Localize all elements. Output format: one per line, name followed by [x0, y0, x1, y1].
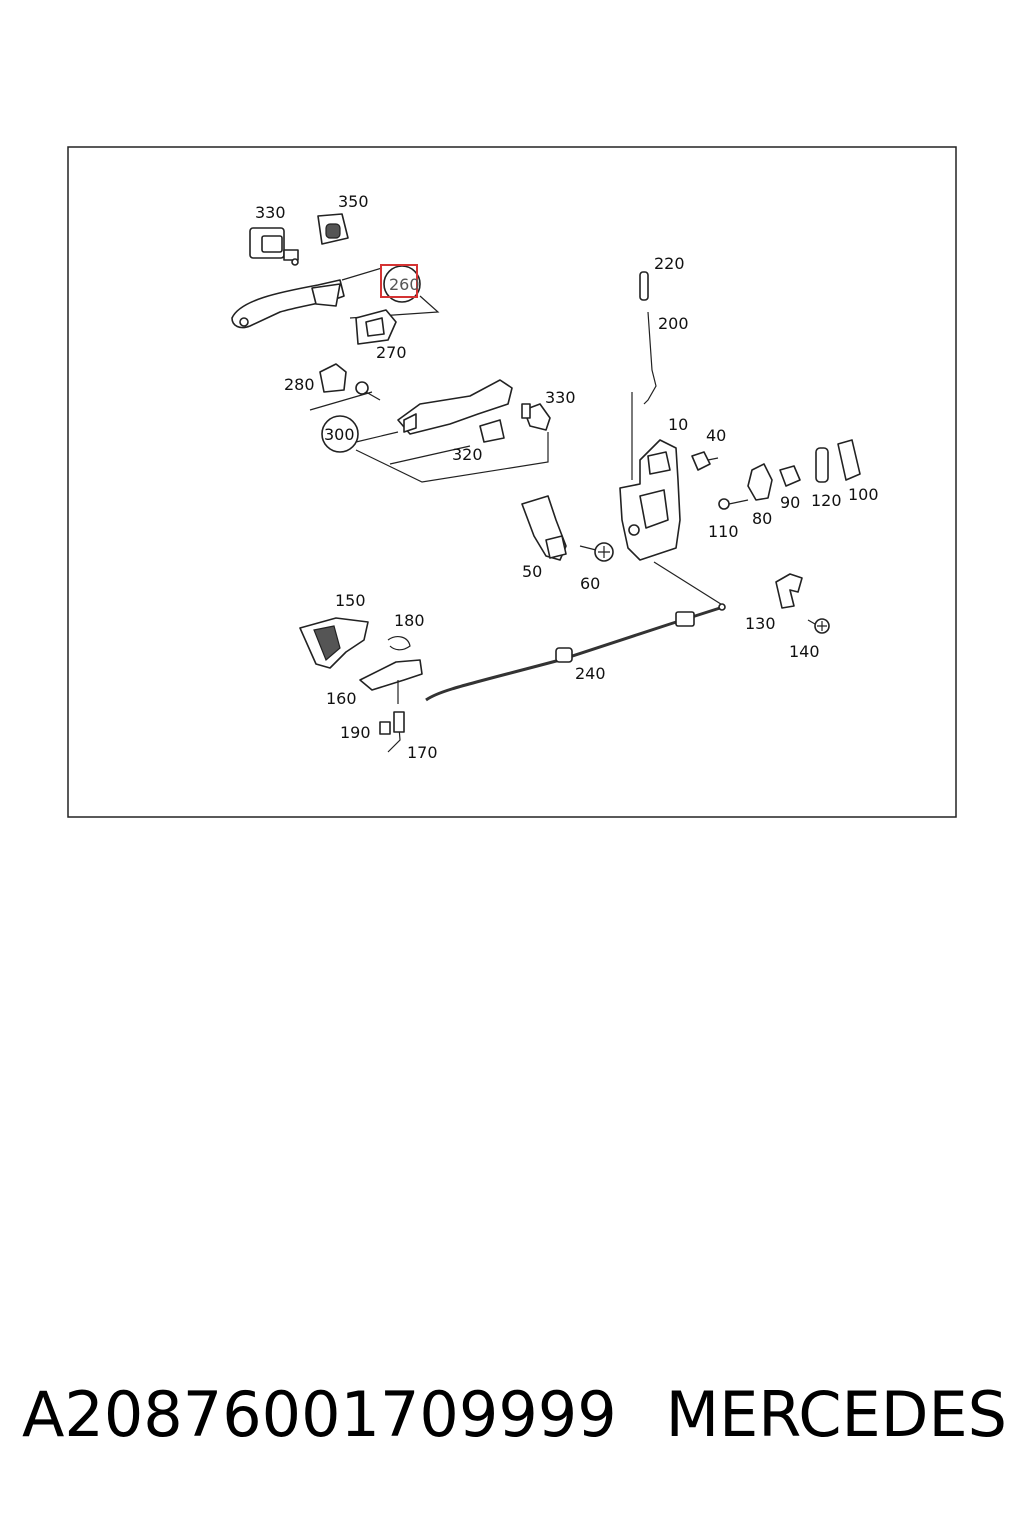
part-130-hook: [775, 573, 803, 609]
callout-label: 60: [580, 574, 600, 593]
part-90-clip: [779, 465, 801, 487]
part-100-plate: [837, 439, 861, 481]
callout-label: 90: [780, 493, 800, 512]
highlight-box-260: [380, 264, 418, 298]
part-350-lock-cylinder: [249, 227, 299, 266]
part-handle-carrier: [397, 379, 513, 443]
part-270-handle-cover: [355, 309, 397, 345]
part-170-rod: [387, 711, 405, 753]
callout-label: 180: [394, 611, 425, 630]
part-300-screw: [355, 381, 381, 401]
part-80-bracket: [747, 463, 773, 501]
part-240-cable: [425, 603, 726, 702]
leader-300-320: [309, 391, 549, 483]
callout-label: 120: [811, 491, 842, 510]
part-360-cap: [317, 213, 349, 245]
callout-label: 220: [654, 254, 685, 273]
part-150-inner-handle-housing: [299, 617, 369, 669]
part-190-clip: [379, 721, 391, 735]
part-330-bolt: [521, 403, 551, 431]
callout-label: 300: [324, 425, 355, 444]
part-280-clip: [319, 363, 347, 393]
callout-labels: 330 350 260 270 280 300 320 330 320 330 …: [255, 192, 879, 762]
part-40-screw: [691, 451, 719, 471]
callout-label: 10: [668, 415, 688, 434]
callout-label: 140: [789, 642, 820, 661]
callout-label: 110: [708, 522, 739, 541]
caption: A20876001709999 MERCEDES: [22, 1378, 1007, 1451]
brand-name: MERCEDES: [665, 1378, 1007, 1451]
callout-label: 160: [326, 689, 357, 708]
diagram-frame: [67, 146, 957, 818]
part-260-door-handle: [231, 279, 345, 329]
part-120-plate: [815, 447, 829, 483]
callout-label: 350: [338, 192, 369, 211]
callout-label: 80: [752, 509, 772, 528]
part-200-rod: [643, 311, 657, 405]
callout-label: 320: [452, 445, 483, 464]
part-number: A20876001709999: [22, 1378, 617, 1451]
callout-label: 190: [340, 723, 371, 742]
part-60-screw: [579, 542, 614, 562]
callout-label: 330: [255, 203, 286, 222]
part-180-clip: [387, 636, 411, 651]
callout-label: 260: [389, 275, 420, 294]
callout-label: 40: [706, 426, 726, 445]
callout-label: 150: [335, 591, 366, 610]
callout-label: 100: [848, 485, 879, 504]
leader-lock: [631, 392, 725, 607]
part-220-pin: [639, 271, 649, 301]
part-140-screw: [807, 618, 830, 634]
callout-label: 170: [407, 743, 438, 762]
part-110-screw: [718, 498, 749, 510]
part-10-door-lock: [619, 439, 681, 561]
callout-circle-300: [321, 415, 359, 453]
callout-label: 270: [376, 343, 407, 362]
callout-label: 50: [522, 562, 542, 581]
part-50-bracket: [521, 495, 567, 561]
callout-label-330: 330: [545, 388, 576, 407]
callout-label: 280: [284, 375, 315, 394]
callout-label: 200: [658, 314, 689, 333]
callout-label: 240: [575, 664, 606, 683]
callout-label: 130: [745, 614, 776, 633]
part-160-inner-handle: [359, 659, 423, 691]
